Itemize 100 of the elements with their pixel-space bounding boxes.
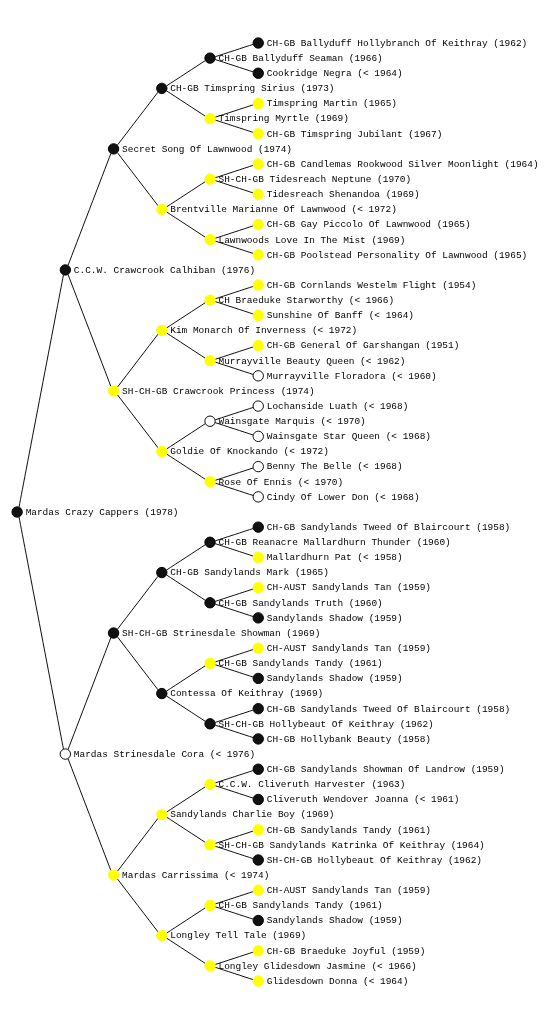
connector — [166, 181, 206, 208]
node-label: Timspring Martin (1965) — [266, 98, 398, 110]
node-label: Brentville Marianne Of Lawnwood (< 1972) — [170, 204, 397, 216]
node-circle — [252, 249, 264, 261]
connector — [214, 119, 254, 133]
node-circle — [107, 627, 120, 639]
node-label: SH-CH-GB Tidesreach Neptune (1970) — [218, 173, 412, 185]
node-label: SH-CH-GB Hollybeaut Of Keithray (1962) — [218, 718, 434, 730]
connector — [166, 60, 206, 87]
node-label: CH-GB Sandylands Tweed Of Blaircourt (1958) — [266, 703, 511, 715]
node-circle — [252, 793, 264, 806]
connector — [214, 709, 254, 723]
node-label: Murrayville Beauty Queen (< 1962) — [218, 355, 406, 367]
node-label: Wainsgate Star Queen (< 1968) — [266, 431, 432, 443]
node-label: C.C.W. Cliveruth Harvester (1963) — [218, 779, 406, 791]
node-circle — [204, 415, 216, 427]
node-circle — [252, 884, 264, 896]
node-label: CH-GB Timspring Jubilant (1967) — [266, 128, 443, 140]
node-label: Cookridge Negra (< 1964) — [266, 68, 403, 80]
connector — [166, 907, 206, 934]
node-label: Sunshine Of Banff (< 1964) — [266, 310, 415, 322]
connector — [166, 695, 206, 722]
node-label: CH-GB Timspring Sirius (1973) — [170, 83, 335, 95]
connector — [214, 285, 254, 300]
node-circle — [107, 143, 120, 155]
connector — [214, 603, 254, 618]
node-label: CH-AUST Sandylands Tan (1959) — [266, 582, 432, 594]
connector — [214, 43, 254, 58]
node-label: SH-CH-GB Crawcrook Princess (1974) — [122, 385, 315, 397]
connector — [214, 225, 254, 239]
connector — [166, 544, 206, 571]
node-circle — [204, 52, 216, 64]
node-label: Mardas Strinesdale Cora (< 1976) — [73, 748, 256, 760]
connector — [214, 406, 254, 421]
node-circle — [204, 597, 216, 609]
node-label: Wainsgate Marquis (< 1970) — [218, 416, 366, 428]
connector — [214, 785, 254, 799]
node-label: CH-GB Ballyduff Hollybranch Of Keithray (1962) — [266, 37, 528, 49]
node-circle — [204, 476, 216, 488]
connector — [214, 361, 254, 375]
node-label: Goldie Of Knockando (< 1972) — [170, 446, 329, 458]
node-circle — [252, 67, 264, 79]
connector — [214, 528, 254, 542]
node-circle — [252, 581, 264, 594]
node-circle — [156, 808, 168, 821]
node-label: Sandylands Shadow (1959) — [266, 915, 403, 927]
node-label: SH-CH-GB Strinesdale Showman (1969) — [122, 627, 321, 639]
node-label: CH-GB Sandylands Tandy (1961) — [266, 824, 432, 836]
node-circle — [204, 657, 216, 669]
node-circle — [252, 491, 264, 503]
node-circle — [156, 687, 168, 700]
node-label: CH-GB Hollybank Beauty (1958) — [266, 733, 432, 745]
connector — [214, 906, 254, 920]
node-label: Cliveruth Wendover Joanna (< 1961) — [266, 794, 460, 806]
node-label: CH-GB Sandylands Mark (1965) — [170, 567, 329, 579]
node-circle — [252, 914, 264, 927]
node-circle — [204, 234, 216, 246]
node-circle — [156, 929, 168, 942]
node-circle — [252, 703, 264, 715]
node-circle — [204, 960, 216, 972]
connector — [214, 104, 254, 118]
node-label: C.C.W. Crawcrook Calhiban (1976) — [73, 264, 256, 276]
node-circle — [252, 37, 264, 49]
connector — [214, 724, 254, 739]
connector — [214, 649, 254, 663]
connector — [214, 240, 254, 254]
node-circle — [252, 400, 264, 412]
connector — [166, 574, 206, 601]
node-circle — [59, 748, 72, 760]
node-circle — [252, 339, 264, 352]
node-circle — [252, 430, 264, 443]
connector — [117, 333, 159, 388]
node-circle — [252, 128, 264, 140]
connector — [214, 482, 254, 496]
node-circle — [204, 294, 216, 306]
node-label: CH-AUST Sandylands Tan (1959) — [266, 885, 432, 897]
node-label: Kim Monarch Of Inverness (< 1972) — [170, 325, 358, 337]
node-label: Mardas Carrissima (< 1974) — [122, 869, 270, 881]
connector — [18, 516, 64, 750]
connector — [214, 301, 254, 315]
connector — [166, 786, 206, 813]
node-circle — [252, 370, 264, 382]
node-circle — [156, 203, 168, 216]
node-label: SH-CH-GB Sandylands Katrinka Of Keithray (1964) — [218, 839, 485, 851]
connector — [166, 332, 206, 359]
node-label: CH-GB Sandylands Truth (1960) — [218, 597, 383, 609]
node-label: Glidesdown Donna (< 1964) — [266, 975, 409, 987]
node-label: CH-GB Reanacre Mallardhurn Thunder (1960) — [218, 537, 451, 549]
connector — [67, 274, 112, 387]
node-circle — [252, 945, 264, 957]
node-label: Sandylands Charlie Boy (1969) — [170, 809, 335, 821]
node-label: CH-GB Braeduke Joyful (1959) — [266, 945, 426, 957]
node-label: CH-GB Ballyduff Seaman (1966) — [218, 52, 383, 64]
node-circle — [59, 264, 72, 276]
node-label: CH-GB Sandylands Tweed Of Blaircourt (1958) — [266, 521, 511, 533]
connector — [67, 153, 112, 266]
node-circle — [252, 824, 264, 836]
node-label: CH-GB Sandylands Showman Of Landrow (1959) — [266, 764, 505, 776]
connector — [166, 665, 206, 692]
node-label: Mardas Crazy Cappers (1978) — [25, 506, 179, 518]
